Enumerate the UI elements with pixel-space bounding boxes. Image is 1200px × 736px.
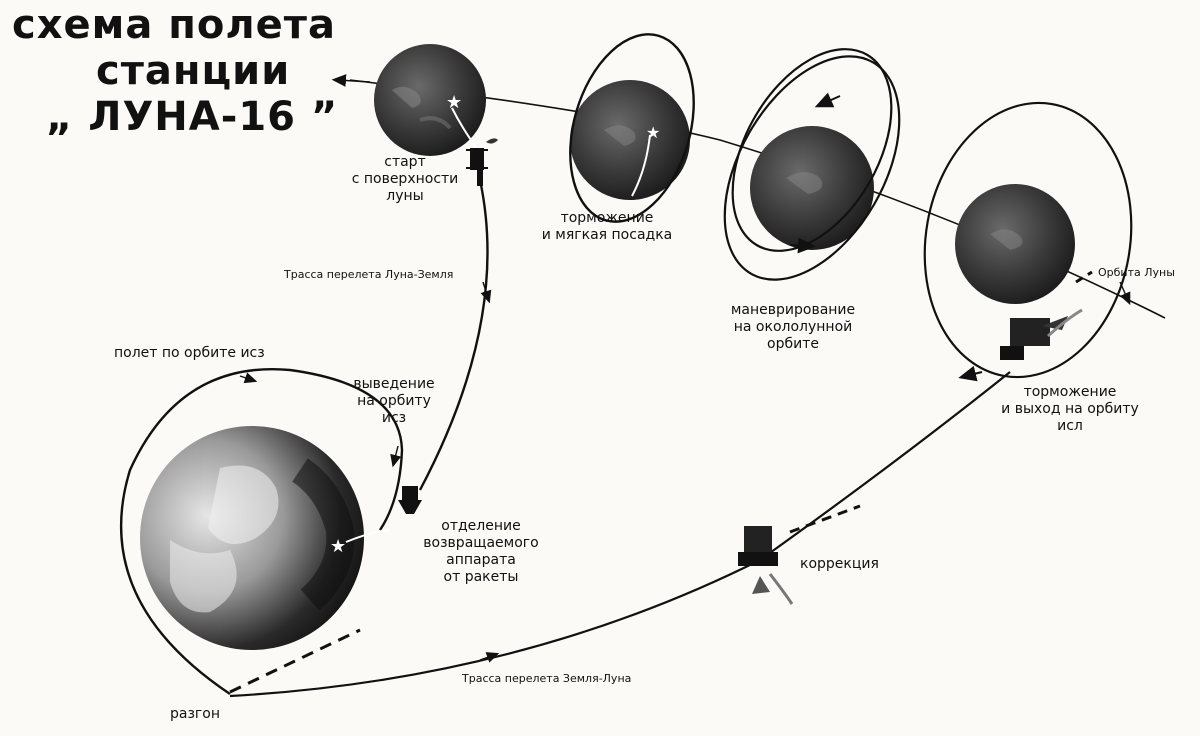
label-acceleration: разгон [170,706,220,722]
moon-start [374,44,486,156]
label-correction: коррекция [800,556,879,572]
earth-orbit-arrow [239,372,258,384]
lunar-station-icon [1000,308,1083,360]
maneuver-lower-arrow [789,237,816,254]
maneuver-direction-arrow [814,92,841,108]
moon-start-star-icon: ★ [446,92,462,113]
moon-maneuver [723,48,901,281]
earth-orbit-line [119,368,404,695]
moon-orbit-insertion [923,101,1133,379]
moon-landing [569,33,695,223]
label-outbound-trajectory: Трасса перелета Земля-Луна [462,672,632,685]
orbit-insertion-pointer [390,445,402,468]
label-moon-orbit: Орбита Луны [1098,266,1175,279]
label-return-trajectory: Трасса перелета Луна-Земля [284,268,454,281]
moon-earth-trajectory-arrow [480,281,492,304]
earth-launch-star-icon: ★ [330,536,346,557]
separation-capsule-icon [398,486,422,514]
launch-path [345,529,391,543]
acceleration-dashes [229,628,361,694]
earth-moon-trajectory-arrow [479,652,500,663]
orbit-insertion-arrow [958,365,983,382]
title-line3: „ ЛУНА-16 ” [46,94,339,140]
moon-earth-trajectory [418,179,489,491]
ascent-path [451,107,479,151]
return-spacecraft-icon [466,138,498,186]
braking-dashes [1075,270,1093,284]
title-line1: схема полета [12,2,336,48]
earth-moon-trajectory [229,371,1011,698]
label-earth-orbit-flight: полет по орбите исз [114,345,265,361]
moon-orbit-direction-arrow [331,74,371,87]
earth [140,426,364,650]
correction-dashes [789,504,861,534]
landing-path [631,134,651,197]
correction-spacecraft-icon [738,526,794,605]
moon-landing-star-icon: ★ [646,123,660,142]
title-line2: станции [96,48,291,94]
